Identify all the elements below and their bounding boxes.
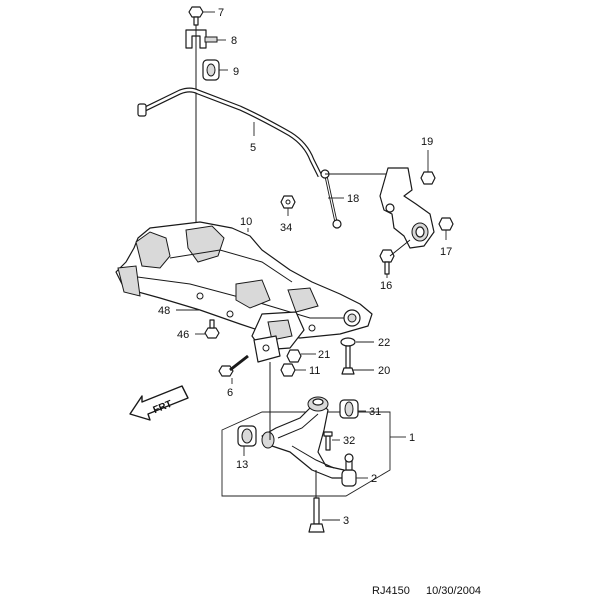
- bolt-3: [308, 497, 325, 533]
- bolt-6: [218, 354, 249, 377]
- bushing-13: [237, 425, 257, 447]
- callout-20: 20: [378, 365, 390, 377]
- washer-22: [340, 337, 356, 347]
- lower-control-arm: [261, 396, 347, 479]
- callout-46: 46: [177, 329, 189, 341]
- callout-11: 11: [309, 365, 320, 377]
- callout-9: 9: [233, 66, 239, 78]
- nut-17: [438, 217, 454, 231]
- bracket-21: [253, 335, 281, 363]
- nut-34: [280, 195, 296, 209]
- callout-19: 19: [421, 136, 433, 148]
- callout-34: 34: [280, 222, 292, 234]
- callout-1: 1: [409, 432, 415, 444]
- front-direction-arrow: FRT: [129, 385, 189, 421]
- bolt-7: [188, 6, 204, 26]
- callout-21: 21: [318, 349, 330, 361]
- callout-32: 32: [343, 435, 355, 447]
- diagram-code: RJ4150: [372, 585, 410, 597]
- bushing-31: [339, 399, 359, 419]
- nut-11: [280, 363, 296, 377]
- lower-arm-assembly-box: [221, 411, 391, 497]
- leader-lines: [176, 11, 447, 521]
- stabilizer-link-18: [320, 169, 390, 229]
- callout-3: 3: [343, 515, 349, 527]
- diagram-date: 10/30/2004: [426, 585, 481, 597]
- callout-8: 8: [231, 35, 237, 47]
- callout-17: 17: [440, 246, 452, 258]
- callout-2: 2: [371, 473, 377, 485]
- nut-21: [286, 349, 302, 363]
- callout-labels: 7 8 9 5 19 18 10 34 17 16 48 46 22 21 11…: [158, 7, 452, 527]
- bolt-32: [323, 431, 333, 451]
- steering-knuckle: [379, 167, 435, 249]
- bracket-8: [185, 29, 218, 49]
- crossmember-10: [115, 221, 373, 351]
- bolt-16: [379, 249, 395, 275]
- callout-18: 18: [347, 193, 359, 205]
- bolt-46: [204, 319, 220, 339]
- callout-16: 16: [380, 280, 392, 292]
- callout-48: 48: [158, 305, 170, 317]
- callout-6: 6: [227, 387, 233, 399]
- ball-joint-2: [341, 453, 357, 487]
- stabilizer-bar-5: [137, 87, 323, 178]
- callout-5: 5: [250, 142, 256, 154]
- nut-19: [420, 171, 436, 185]
- diagram-footer: RJ4150 10/30/2004: [372, 585, 481, 597]
- bolt-20: [341, 345, 355, 375]
- callout-22: 22: [378, 337, 390, 349]
- bushing-9: [202, 59, 220, 81]
- callout-10: 10: [240, 216, 252, 228]
- callout-31: 31: [369, 406, 381, 418]
- callout-7: 7: [218, 7, 224, 19]
- callout-13: 13: [236, 459, 248, 471]
